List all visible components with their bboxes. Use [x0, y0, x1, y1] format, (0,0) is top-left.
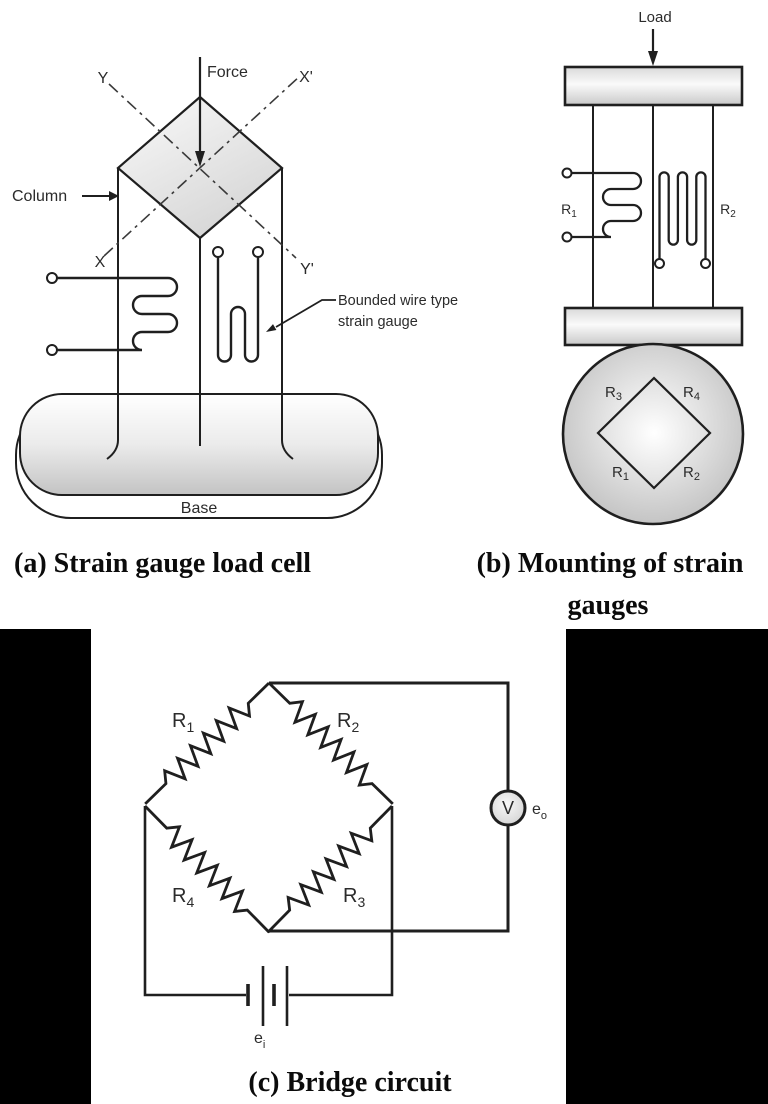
gauge-note-line1: Bounded wire type — [338, 293, 458, 309]
caption-b-line1: (b) Mounting of strain — [477, 548, 744, 579]
bridge-r3-label-base: R — [343, 885, 357, 907]
load-arrowhead — [648, 51, 658, 66]
voltmeter-label: V — [502, 798, 514, 818]
column-label: Column — [12, 188, 67, 205]
mount-r3-label-base: R — [605, 384, 616, 401]
load-label: Load — [638, 9, 671, 26]
mount-r1-label-base: R — [612, 464, 623, 481]
mount-r2-label-base: R — [683, 464, 694, 481]
gauge-note-arrowhead — [266, 324, 277, 332]
voltmeter-circle — [489, 789, 527, 827]
bridge-r1-label-sub: 1 — [186, 719, 194, 735]
axis-x-prime-label: X' — [299, 69, 313, 86]
strain-gauge-horizontal — [57, 276, 179, 352]
bridge-r3-label: R3 — [343, 885, 365, 910]
gauge-terminal — [654, 258, 665, 269]
force-label: Force — [207, 64, 248, 81]
bridge-resistor-r3 — [266, 805, 393, 934]
gauge-terminal — [561, 167, 573, 179]
bridge-r4-label-sub: 4 — [186, 894, 194, 910]
mount-r3-label-sub: 3 — [616, 391, 622, 403]
output-voltage-label-sub: o — [541, 810, 547, 822]
gauge-note-line2: strain gauge — [338, 314, 418, 330]
mount-r2-label: R2 — [683, 464, 700, 483]
panel-mounting-of-strain-gauges: Load R1 R2 R3 R4 R1 R2 (b) Mounting of s… — [477, 9, 745, 621]
mount-r4-label: R4 — [683, 384, 700, 403]
gauge-terminal — [46, 272, 58, 284]
input-voltage-label: ei — [254, 1030, 265, 1051]
gauge-terminal — [46, 344, 58, 356]
gauge-r1-label-sub: 1 — [571, 209, 577, 220]
panel-strain-gauge-load-cell: Force Y X' X Y' Column Bounded wire type… — [12, 57, 458, 579]
wire-voltmeter-to-bottom — [269, 825, 510, 933]
mount-r1-label: R1 — [612, 464, 629, 483]
mount-r3-label: R3 — [605, 384, 622, 403]
battery-symbol — [246, 966, 289, 1026]
black-mask-right — [566, 629, 768, 1104]
mount-r2-label-sub: 2 — [694, 471, 700, 483]
output-voltage-label: eo — [532, 801, 547, 822]
bridge-resistor-r1 — [144, 681, 270, 805]
bridge-resistor-r2 — [268, 681, 394, 805]
axis-y-prime-label: Y' — [300, 261, 314, 278]
wire-top-to-voltmeter — [269, 681, 510, 791]
gauge-r2-label-base: R — [720, 201, 730, 217]
input-voltage-label-base: e — [254, 1030, 263, 1047]
wire-left-to-battery — [143, 806, 246, 997]
mount-r4-label-base: R — [683, 384, 694, 401]
base-label: Base — [181, 500, 218, 517]
column-left-edge — [106, 168, 119, 460]
gauge-terminal — [561, 231, 573, 243]
axis-y-label: Y — [98, 70, 109, 87]
bottom-plate — [563, 306, 744, 347]
strain-gauge-r2 — [658, 171, 707, 259]
gauge-terminal — [700, 258, 711, 269]
gauge-terminal — [252, 246, 264, 258]
axis-x-label: X — [95, 254, 106, 271]
column-pointer-arrowhead — [109, 191, 119, 201]
mount-r4-label-sub: 4 — [694, 391, 700, 403]
bridge-r4-label: R4 — [172, 885, 194, 910]
bridge-resistor-r4 — [144, 805, 271, 934]
panel-bridge-circuit: V R1 R2 R4 R3 eo ei (c) Bridge circuit — [0, 629, 768, 1104]
top-plate — [563, 65, 744, 107]
gauge-r1-label: R1 — [561, 201, 577, 220]
input-voltage-label-sub: i — [263, 1039, 265, 1051]
mount-r1-label-sub: 1 — [623, 471, 629, 483]
wire-battery-to-right — [289, 806, 394, 997]
strain-gauge-vertical — [216, 257, 260, 363]
bridge-r1-label: R1 — [172, 710, 194, 735]
caption-c: (c) Bridge circuit — [248, 1067, 452, 1098]
bridge-r2-label-base: R — [337, 710, 351, 732]
strain-gauge-r1 — [571, 171, 643, 239]
force-arrowhead — [195, 151, 205, 167]
bridge-r4-label-base: R — [172, 885, 186, 907]
bridge-r2-label-sub: 2 — [351, 719, 359, 735]
caption-a: (a) Strain gauge load cell — [14, 548, 311, 579]
mounting-diamond — [596, 376, 712, 490]
bridge-r2-label: R2 — [337, 710, 359, 735]
gauge-terminal — [212, 246, 224, 258]
gauge-r2-label: R2 — [720, 201, 736, 220]
axis-line-y-yprime — [108, 83, 297, 259]
column-right-edge — [281, 168, 294, 460]
gauge-r1-label-base: R — [561, 201, 571, 217]
gauge-note-leader-line — [275, 299, 336, 328]
bridge-r1-label-base: R — [172, 710, 186, 732]
black-mask-left — [0, 629, 91, 1104]
gauge-r2-label-sub: 2 — [730, 209, 736, 220]
axis-line-x-xprime — [103, 75, 301, 257]
bridge-r3-label-sub: 3 — [357, 894, 365, 910]
caption-b-line2: gauges — [568, 590, 649, 621]
output-voltage-label-base: e — [532, 801, 541, 818]
